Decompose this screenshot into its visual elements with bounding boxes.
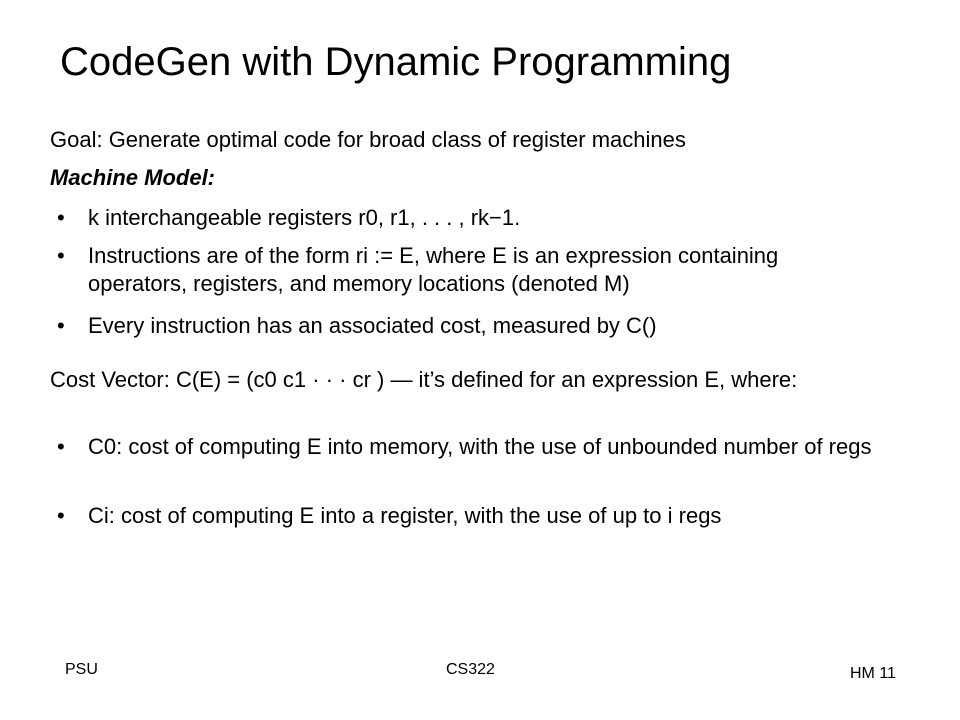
slide-title: CodeGen with Dynamic Programming xyxy=(60,40,732,84)
bullet-icon: • xyxy=(57,313,65,338)
footer-left: PSU xyxy=(65,661,98,678)
bullet-text: k interchangeable registers r0, r1, . . … xyxy=(88,205,521,230)
bullet-text: C0: cost of computing E into memory, wit… xyxy=(88,434,872,459)
cost-vector-text: Cost Vector: C(E) = (c0 c1 · · · cr ) — … xyxy=(50,367,798,392)
bullet-icon: • xyxy=(57,434,65,459)
bullet-text: Instructions are of the form ri := E, wh… xyxy=(88,243,779,296)
goal-text: Goal: Generate optimal code for broad cl… xyxy=(50,127,686,152)
footer-page-number: HM 11 xyxy=(850,665,896,682)
bullet-icon: • xyxy=(57,503,65,528)
machine-model-heading: Machine Model: xyxy=(50,165,216,190)
footer-center: CS322 xyxy=(446,661,495,678)
bullet-icon: • xyxy=(57,243,65,268)
bullet-text: Every instruction has an associated cost… xyxy=(88,313,657,338)
bullet-text: Ci: cost of computing E into a register,… xyxy=(88,503,722,528)
bullet-icon: • xyxy=(57,205,65,230)
